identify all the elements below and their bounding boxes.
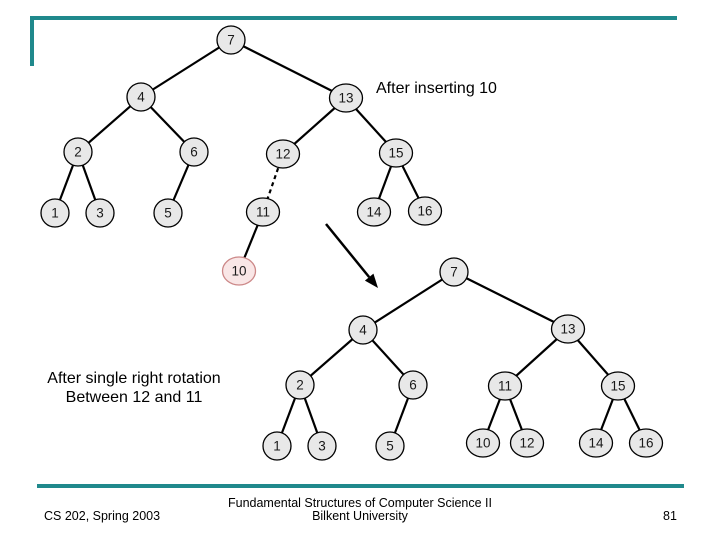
- tree-node-4: [126, 82, 156, 112]
- tree-node-label: 4: [359, 323, 367, 338]
- tree-node-label: 11: [498, 379, 512, 394]
- tree-node-label: 2: [296, 378, 304, 393]
- tree-node-label: 7: [227, 33, 235, 48]
- tree-edge-7-13: [453, 271, 569, 330]
- footer-institution-line1: Fundamental Structures of Computer Scien…: [227, 496, 492, 510]
- tree-edge-7-4: [362, 271, 455, 331]
- tree-node-10: [465, 428, 501, 458]
- tree-node-label: 11: [256, 205, 270, 220]
- tree-node-label: 12: [519, 436, 534, 451]
- tree-node-15: [378, 138, 414, 168]
- caption-rotation-line2: Between 12 and 11: [65, 388, 203, 406]
- tree-node-3: [307, 431, 337, 461]
- tree-edge-7-4: [140, 39, 232, 98]
- tree-node-16: [407, 196, 443, 226]
- tree-node-label: 7: [450, 265, 458, 280]
- tree-node-14: [356, 197, 392, 227]
- tree-node-label: 13: [560, 322, 575, 337]
- tree-node-3: [85, 198, 115, 228]
- tree-node-12: [509, 428, 545, 458]
- tree-edge-7-13: [230, 39, 347, 99]
- tree-node-label: 1: [273, 439, 281, 454]
- tree-node-15: [600, 371, 636, 401]
- tree-node-11: [245, 197, 281, 227]
- footer-institution: Fundamental Structures of Computer Scien…: [185, 497, 535, 523]
- tree-node-label: 3: [96, 206, 104, 221]
- rotation-arrow-head: [364, 273, 378, 288]
- tree-node-1: [262, 431, 292, 461]
- tree-node-11: [487, 371, 523, 401]
- rotation-arrow-shaft: [325, 223, 371, 278]
- tree-node-13: [550, 314, 586, 344]
- tree-node-1: [40, 198, 70, 228]
- tree-node-4: [348, 315, 378, 345]
- tree-node-label: 14: [588, 436, 604, 451]
- tree-node-label: 13: [338, 91, 353, 106]
- tree-node-2: [285, 370, 315, 400]
- tree-node-6: [398, 370, 428, 400]
- tree-node-7: [216, 25, 246, 55]
- corner-bracket-line: [30, 16, 34, 66]
- tree-node-label: 3: [318, 439, 326, 454]
- tree-node-label: 15: [610, 379, 625, 394]
- tree-node-label: 2: [74, 145, 82, 160]
- tree-node-label: 6: [409, 378, 417, 393]
- tree-node-5: [375, 431, 405, 461]
- tree-node-label: 1: [51, 206, 59, 221]
- footer-accent-line: [37, 484, 684, 488]
- tree-node-label: 4: [137, 90, 145, 105]
- tree-node-label: 10: [475, 436, 490, 451]
- tree-node-16: [628, 428, 664, 458]
- tree-node-label: 5: [164, 206, 172, 221]
- footer-course: CS 202, Spring 2003: [44, 509, 161, 523]
- tree-node-label: 16: [638, 436, 653, 451]
- tree-node-7: [439, 257, 469, 287]
- tree-node-6: [179, 137, 209, 167]
- tree-node-label: 10: [231, 264, 246, 279]
- tree-node-13: [328, 83, 364, 113]
- caption-rotation: After single right rotation Between 12 a…: [28, 370, 240, 407]
- tree-node-label: 15: [388, 146, 403, 161]
- tree-node-10-highlighted: [221, 256, 257, 286]
- tree-node-14: [578, 428, 614, 458]
- tree-node-label: 5: [386, 439, 394, 454]
- footer-page-number: 81: [663, 509, 677, 523]
- caption-after-inserting: After inserting 10: [376, 80, 497, 97]
- footer-institution-line2: Bilkent University: [312, 509, 408, 523]
- caption-rotation-line1: After single right rotation: [47, 370, 221, 387]
- tree-node-label: 14: [366, 205, 382, 220]
- tree-node-label: 6: [190, 145, 198, 160]
- tree-node-12: [265, 139, 301, 169]
- tree-node-label: 12: [275, 147, 290, 162]
- tree-node-label: 16: [417, 204, 432, 219]
- tree-node-2: [63, 137, 93, 167]
- tree-node-5: [153, 198, 183, 228]
- top-accent-line: [30, 16, 677, 20]
